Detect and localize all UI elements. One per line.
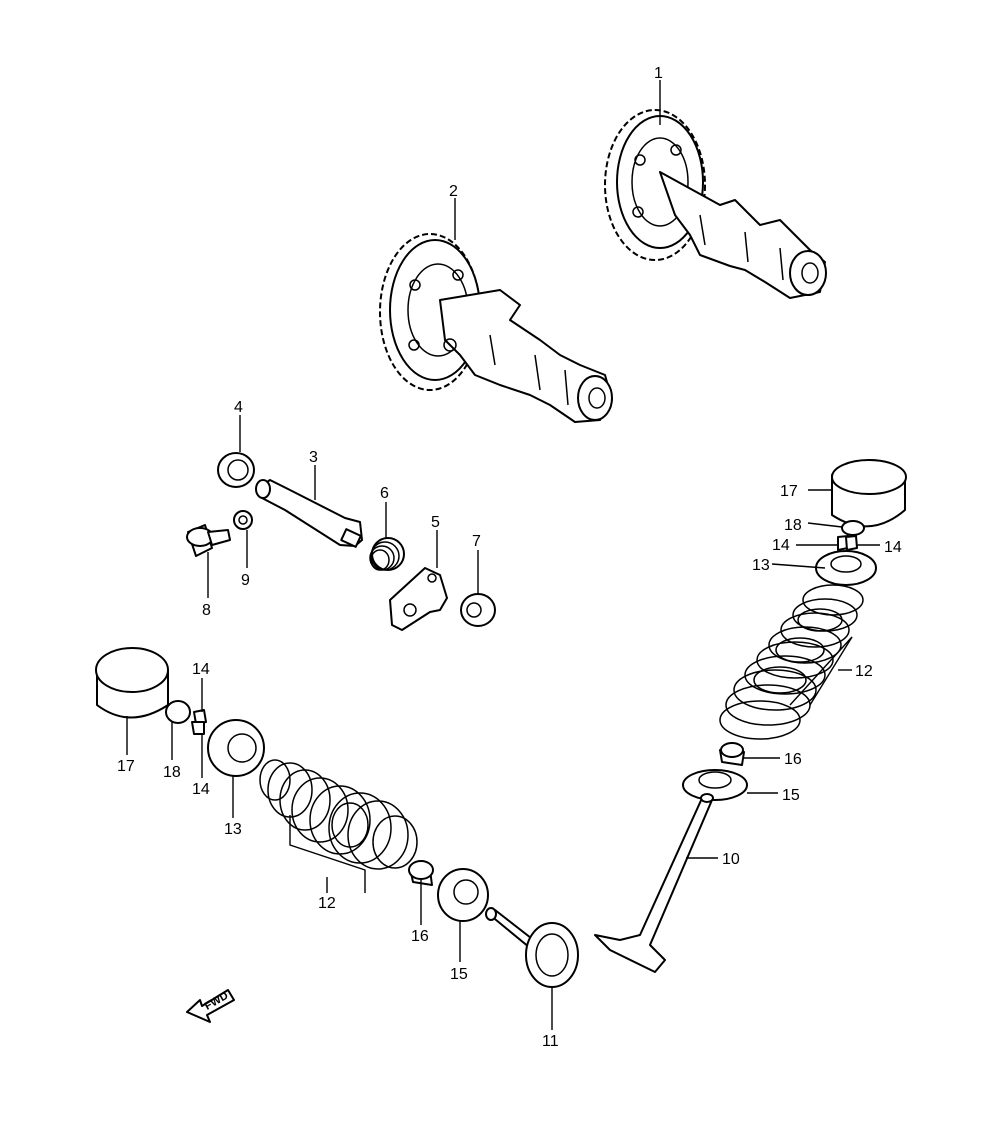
camshaft-2: [379, 233, 613, 423]
callout-15-right: 15: [782, 787, 800, 804]
tappet-17-right: [831, 459, 907, 528]
callout-numbers: 1 2 3 4 5 6 7 8 9 10 11 12 12 13 13 14 1…: [117, 65, 902, 1050]
washer-9: [233, 510, 253, 530]
valve-10: [594, 793, 714, 973]
spring-6: [369, 537, 405, 571]
callout-13-right: 13: [752, 557, 770, 574]
callout-3: 3: [309, 449, 318, 466]
plate-5: [389, 567, 448, 631]
valve-11: [485, 907, 579, 988]
callout-12-right: 12: [855, 663, 873, 680]
cotter-14-left: [191, 709, 207, 735]
callout-16-left: 16: [411, 928, 429, 945]
callout-1: 1: [654, 65, 663, 82]
bolt-8: [186, 524, 231, 557]
callout-14-right-a: 14: [772, 537, 790, 554]
spring-12-right: [719, 584, 864, 740]
callout-12-left: 12: [318, 895, 336, 912]
callout-14-right-b: 14: [884, 539, 902, 556]
callout-10: 10: [722, 851, 740, 868]
spring-12-left: [259, 759, 418, 870]
callout-17-left: 17: [117, 758, 135, 775]
callout-8: 8: [202, 602, 211, 619]
callout-15-left: 15: [450, 966, 468, 983]
seat-15-left: [437, 868, 489, 922]
callout-11: 11: [542, 1033, 559, 1050]
bearing-4: [217, 452, 255, 488]
callout-18-left: 18: [163, 764, 181, 781]
nut-7: [460, 593, 496, 627]
stem-seal-16-left: [408, 860, 434, 886]
cotter-14-right: [837, 535, 858, 551]
callout-7: 7: [472, 533, 481, 550]
callout-17-right: 17: [780, 483, 798, 500]
callout-9: 9: [241, 572, 250, 589]
retainer-13-left: [207, 719, 265, 777]
seat-15-right: [682, 769, 748, 801]
shaft-3: [255, 479, 363, 548]
shim-18-left: [165, 700, 191, 724]
shim-18-right: [841, 520, 865, 536]
callout-13-left: 13: [224, 821, 242, 838]
callout-6: 6: [380, 485, 389, 502]
tappet-17-left: [95, 647, 169, 719]
callout-5: 5: [431, 514, 440, 531]
stem-seal-16-right: [719, 742, 745, 766]
callout-18-right: 18: [784, 517, 802, 534]
callout-14-left-b: 14: [192, 781, 210, 798]
callout-2: 2: [449, 183, 458, 200]
callout-16-right: 16: [784, 751, 802, 768]
forward-arrow-icon: FWD: [186, 989, 235, 1023]
callout-4: 4: [234, 399, 243, 416]
callout-14-left-a: 14: [192, 661, 210, 678]
camshaft-1: [604, 109, 827, 299]
leader-lines: [126, 80, 880, 1030]
